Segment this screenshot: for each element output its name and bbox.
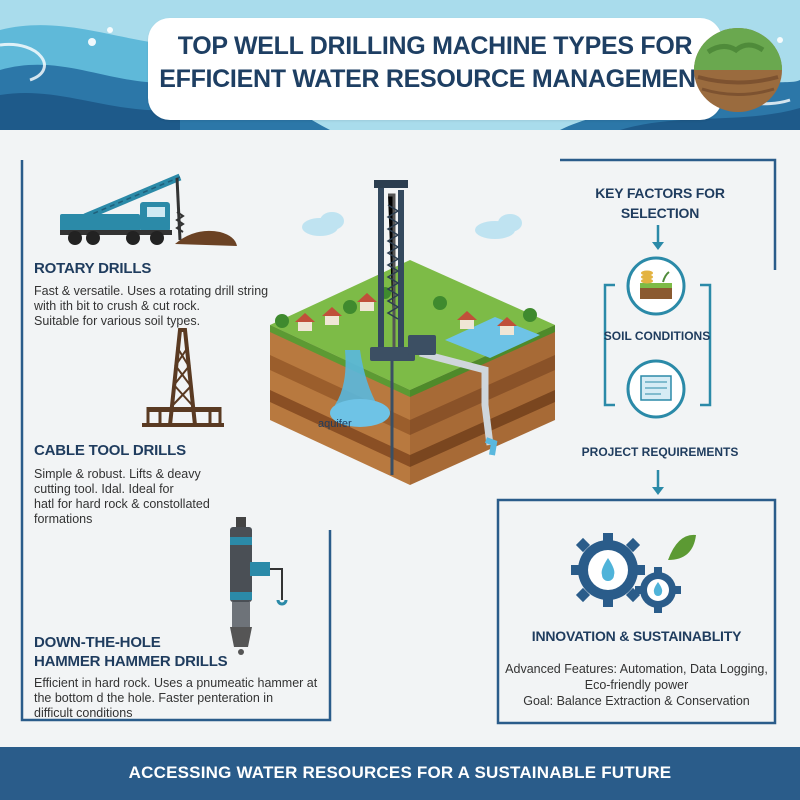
dth-heading-line-1: DOWN-THE-HOLE — [34, 634, 161, 651]
page-title: TOP WELL DRILLING MACHINE TYPES FOR EFFI… — [148, 30, 722, 96]
dth-line-2: the bottom d the hole. Faster penteratio… — [34, 691, 274, 705]
dth-hammer-drills-heading: DOWN-THE-HOLE HAMMER HAMMER DRILLS — [34, 633, 228, 671]
dth-heading-line-2: HAMMER HAMMER DRILLS — [34, 653, 228, 670]
innovation-heading: INNOVATION & SUSTAINABLITY — [531, 628, 742, 644]
dth-line-1: Efficient in hard rock. Uses a pnumeatic… — [34, 676, 318, 690]
innovation-line-2: Eco-friendly power — [584, 678, 689, 692]
cable-tool-drills-heading: CABLE TOOL DRILLS — [34, 442, 186, 459]
key-factors-line-1: KEY FACTORS FOR — [595, 185, 725, 201]
dth-line-3: difficult conditions — [34, 706, 133, 720]
key-factors-line-2: SELECTION — [620, 205, 700, 221]
cable-line-2: cutting tool. Idal. Ideal for — [34, 482, 174, 496]
title-line-1: TOP WELL DRILLING MACHINE TYPES FOR — [177, 32, 693, 60]
drill-truck-icon — [60, 173, 237, 246]
title-line-2: EFFICIENT WATER RESOURCE MANAGEMENT — [159, 65, 711, 93]
selection-flow-diagram — [603, 225, 712, 495]
well-cross-section-illustration — [270, 180, 555, 485]
cable-line-1: Simple & robust. Lifts & deavy — [34, 467, 201, 481]
rotary-line-3: Suitable for various soil types. — [34, 314, 201, 328]
earth-globe-icon — [694, 28, 782, 112]
rotary-line-1: Fast & versatile. Uses a rotating drill … — [34, 284, 269, 298]
innovation-line-3: Goal: Balance Extraction & Conservation — [523, 694, 750, 708]
gears-water-leaf-icon — [571, 533, 696, 613]
key-factors-heading: KEY FACTORS FOR SELECTION — [560, 183, 760, 223]
project-requirements-label: PROJECT REQUIREMENTS — [581, 445, 739, 459]
rotary-line-2: with ith bit to crush & cut rock. — [34, 299, 201, 313]
footer-text: ACCESSING WATER RESOURCES FOR A SUSTAINA… — [128, 763, 672, 782]
rotary-drills-description: Fast & versatile. Uses a rotating drill … — [34, 284, 268, 329]
footer-banner — [0, 747, 800, 800]
blueprint-document-icon — [626, 359, 686, 419]
cable-tool-description: Simple & robust. Lifts & deavy cutting t… — [34, 467, 210, 527]
innovation-line-1: Advanced Features: Automation, Data Logg… — [505, 662, 768, 676]
soil-conditions-label: SOIL CONDITIONS — [603, 329, 711, 343]
dth-description: Efficient in hard rock. Uses a pnumeatic… — [34, 676, 317, 721]
soil-coins-icon — [626, 256, 686, 316]
derrick-tower-icon — [142, 328, 224, 427]
innovation-description: Advanced Features: Automation, Data Logg… — [498, 661, 775, 709]
cable-line-4: formations — [34, 512, 93, 526]
rotary-drills-heading: ROTARY DRILLS — [34, 260, 152, 277]
cable-line-3: hatl for hard rock & constollated — [34, 497, 210, 511]
title-box — [148, 18, 722, 120]
dth-hammer-icon — [230, 517, 288, 655]
aquifer-label: aquifer — [318, 418, 352, 430]
